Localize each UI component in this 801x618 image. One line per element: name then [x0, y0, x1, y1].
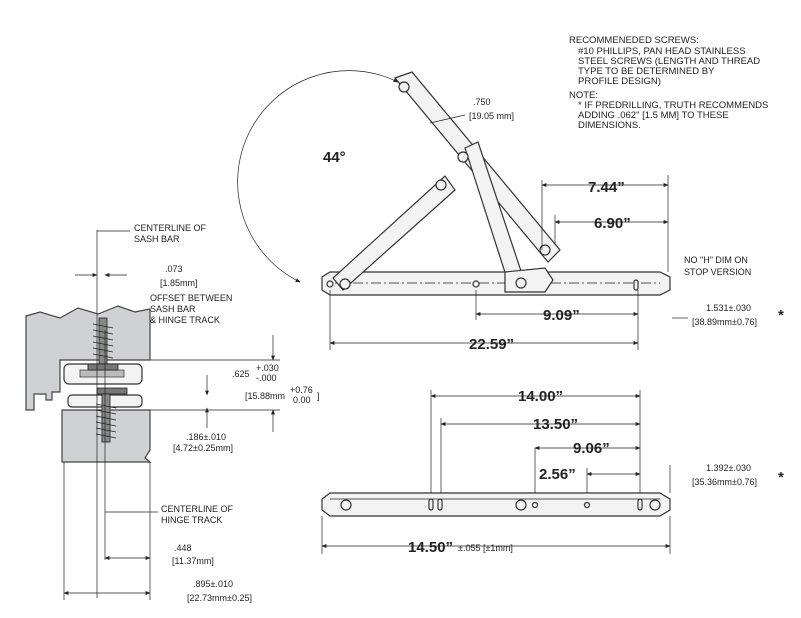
stack-metric-tol-minus: 0.00	[293, 395, 311, 405]
overall-tolerance: ±.055 [±1mm]	[458, 543, 513, 553]
screws-heading: RECOMMENEDED SCREWS:	[569, 35, 699, 46]
screws-line-2: STEEL SCREWS (LENGTH AND THREAD	[578, 56, 760, 67]
dim-448-metric: [11.37mm]	[172, 556, 214, 566]
no-h-dim-label-2: STOP VERSION	[684, 267, 751, 277]
screws-line-1: #10 PHILLIPS, PAN HEAD STAINLESS	[578, 46, 746, 57]
track-hole-1	[472, 280, 480, 288]
dim-690-value: 6.90”	[594, 215, 631, 232]
note-line-3: DIMENSIONS.	[578, 120, 641, 131]
shoe	[504, 267, 554, 293]
note-heading: NOTE:	[569, 90, 598, 101]
dim-448-value: .448	[174, 543, 192, 553]
overall-value: 14.50”	[408, 539, 453, 556]
closed-slot-1	[428, 498, 434, 511]
dim-895-value: .895±.010	[193, 579, 233, 589]
support-arm	[332, 175, 456, 291]
note-line-1: * IF PREDRILLING, TRUTH RECOMMENDS	[578, 100, 768, 111]
dim-1400-value: 14.00”	[518, 388, 563, 405]
offset-label-2: SASH BAR	[150, 304, 196, 314]
open-h-value: 1.531±.030	[706, 303, 751, 313]
centerline-hinge-label-2: HINGE TRACK	[161, 515, 222, 525]
closed-rivet-3	[649, 499, 661, 511]
closed-hole-1	[531, 501, 539, 509]
closed-h-value: 1.392±.030	[706, 463, 751, 473]
angle-label: 44°	[323, 149, 346, 166]
note-line-2: ADDING .062" [1.5 MM] TO THESE	[578, 110, 729, 121]
rivet-2	[457, 151, 469, 163]
track-height-value: .186±.010	[186, 432, 226, 442]
offset-metric: [1.85mm]	[160, 278, 198, 288]
open-track	[321, 271, 671, 296]
link-width-leader	[429, 114, 466, 124]
notes-block: RECOMMENEDED SCREWS: #10 PHILLIPS, PAN H…	[569, 35, 768, 131]
hinge-open-view: 44° .750 [19.05 mm] 7.44” 6.90”	[237, 70, 784, 353]
dim-1350-value: 13.50”	[533, 416, 578, 433]
stack-tol-minus: -.000	[256, 373, 277, 383]
closed-track	[321, 492, 671, 517]
open-h-mark: *	[778, 307, 784, 324]
link-width-metric: [19.05 mm]	[469, 111, 514, 121]
rivet-5	[539, 244, 551, 256]
dim-909-value: 9.09”	[543, 307, 580, 324]
centerline-sash-label-2: SASH BAR	[134, 234, 180, 244]
hinge-closed-view: 14.00” 13.50” 9.06” 2.56” 1.392±.030 [35…	[321, 388, 784, 556]
shoe-insert	[79, 369, 125, 378]
closed-hole-2	[583, 501, 591, 509]
centerline-sash-label-1: CENTERLINE OF	[134, 223, 207, 233]
stack-metric-close: ]	[317, 391, 320, 401]
offset-label-1: OFFSET BETWEEN	[150, 293, 232, 303]
screws-line-4: PROFILE DESIGN)	[578, 76, 661, 87]
section-view: CENTERLINE OF SASH BAR .073 [1.85mm] OFF…	[25, 223, 320, 603]
dim-895-metric: [22.73mm±0.25]	[187, 593, 252, 603]
stack-metric: [15.88mm	[245, 391, 285, 401]
link-width-value: .750	[473, 97, 491, 107]
offset-label-3: & HINGE TRACK	[150, 315, 220, 325]
rivet-3	[435, 179, 447, 191]
closed-h-metric: [35.36mm±0.76]	[692, 477, 757, 487]
track-slot	[633, 279, 639, 291]
closed-h-mark: *	[778, 469, 784, 486]
offset-value: .073	[165, 264, 183, 274]
rivet-4	[339, 278, 351, 290]
stack-metric-tol-plus: +0.76	[290, 385, 313, 395]
sash-profile	[25, 305, 151, 411]
dim-256-value: 2.56”	[539, 466, 576, 483]
upper-screw	[87, 317, 119, 371]
dim-744-value: 7.44”	[588, 179, 625, 196]
screws-line-3: TYPE TO BE DETERMINED BY	[578, 66, 715, 77]
stack-height-value: .625	[232, 369, 250, 379]
closed-slot-2	[437, 498, 443, 511]
closed-slot-3	[637, 498, 643, 511]
stack-tol-plus: +.030	[256, 363, 279, 373]
centerline-hinge-label-1: CENTERLINE OF	[161, 504, 234, 514]
lower-screw	[95, 387, 128, 443]
dim-906-value: 9.06”	[573, 440, 610, 457]
open-h-metric: [38.89mm±0.76]	[692, 317, 757, 327]
rivet-1	[398, 81, 410, 93]
dim-2259-value: 22.59”	[469, 336, 514, 353]
closed-rivet-1	[340, 499, 352, 511]
angle-arc	[237, 70, 399, 283]
rivet-6	[515, 277, 527, 289]
closed-rivet-2	[515, 499, 527, 511]
track-height-metric: [4.72±0.25mm]	[173, 443, 233, 453]
no-h-dim-label-1: NO "H" DIM ON	[684, 255, 748, 265]
track-hole-2	[326, 280, 334, 288]
